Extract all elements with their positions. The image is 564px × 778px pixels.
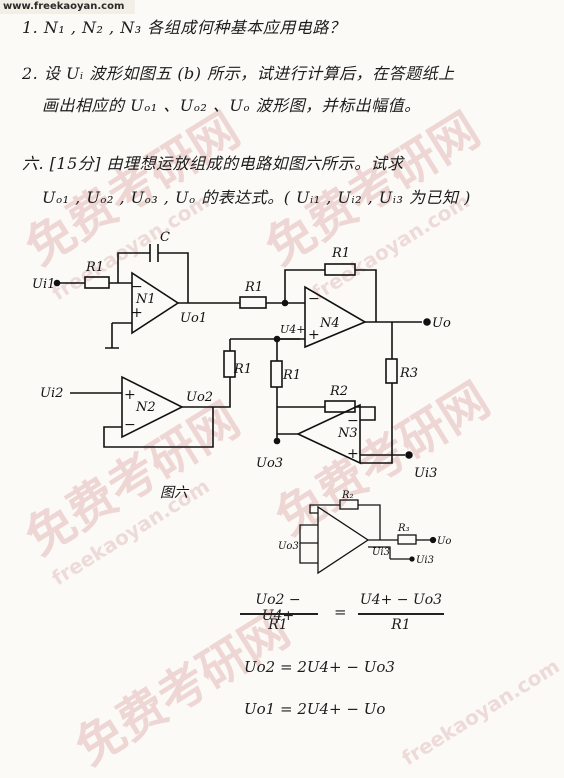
- n2-label: N2: [135, 400, 156, 415]
- svg-text:+: +: [308, 327, 320, 343]
- url-watermark: freekaoyan.com: [397, 653, 564, 771]
- svg-text:−: −: [131, 279, 143, 295]
- n3-label: N3: [337, 426, 358, 441]
- uo1-label: Uo1: [180, 311, 207, 326]
- r1-feedback-label: R1: [331, 246, 350, 261]
- svg-text:−: −: [347, 413, 359, 429]
- figure-caption: 图六: [160, 485, 190, 501]
- n1-label: N1: [135, 292, 156, 307]
- question-6-line-1: 六. [15分] 由理想运放组成的电路如图六所示。试求: [22, 154, 404, 173]
- equation-uo1: Uo1 = 2U4+ − Uo: [244, 700, 386, 718]
- uo-label: Uo: [432, 316, 451, 331]
- r1-vertical-right-label: R1: [282, 368, 301, 383]
- r3-label: R3: [399, 366, 418, 381]
- u4plus-label: U4+: [280, 323, 306, 336]
- svg-text:−: −: [308, 291, 320, 307]
- uo2-label: Uo2: [186, 390, 213, 405]
- fraction-1-bar: [240, 613, 318, 615]
- sketch-uo-label: Uo: [437, 536, 451, 547]
- ui1-label: Ui1: [32, 277, 55, 292]
- r1-mid-label: R1: [244, 280, 263, 295]
- fraction-1-denominator: R1: [268, 617, 288, 633]
- svg-text:+: +: [347, 446, 359, 462]
- equals-sign: =: [334, 603, 347, 621]
- sketch-r3-label: R₃: [397, 523, 410, 534]
- sketch-uo3-label: Uo3: [278, 541, 299, 552]
- sketch-ui3-label-b: Ui3: [416, 555, 434, 566]
- ui2-label: Ui2: [40, 386, 63, 401]
- fraction-2-bar: [358, 613, 444, 615]
- r1-vertical-left-label: R1: [233, 362, 252, 377]
- question-6-line-2: Uₒ₁ , Uₒ₂ , Uₒ₃ , Uₒ 的表达式。( Uᵢ₁ , Uᵢ₂ , …: [42, 188, 471, 207]
- question-2-line-2: 画出相应的 Uₒ₁ 、Uₒ₂ 、Uₒ 波形图，并标出幅值。: [42, 96, 421, 115]
- sketch-ui3-label-a: Ui3: [372, 547, 390, 558]
- r2-label: R2: [329, 384, 348, 399]
- fraction-1-numerator: Uo2 − U4+: [255, 592, 301, 624]
- circuit-figure-6: N1 + − Ui1 R1 C Uo1 R1 R1 N4 − + U4+ Uo …: [32, 230, 451, 501]
- svg-text:+: +: [124, 387, 136, 403]
- solution-sketch: R₂ R₃ Uo Uo3 Ui3 Ui3: [278, 490, 451, 575]
- n4-label: N4: [319, 316, 340, 331]
- fraction-2-denominator: R1: [391, 617, 411, 633]
- site-watermark-label: www.freekaoyan.com: [0, 0, 135, 14]
- question-1: 1. N₁ , N₂ , N₃ 各组成何种基本应用电路？: [22, 18, 346, 37]
- svg-text:+: +: [131, 305, 143, 321]
- ui3-label: Ui3: [414, 466, 437, 481]
- fraction-2-numerator: U4+ − Uo3: [359, 592, 443, 608]
- question-2-line-1: 2. 设 Uᵢ 波形如图五 (b) 所示，试进行计算后，在答题纸上: [22, 64, 455, 83]
- uo3-label: Uo3: [256, 456, 283, 471]
- capacitor-label: C: [160, 230, 170, 245]
- svg-text:−: −: [124, 417, 136, 433]
- sketch-r2-label: R₂: [341, 490, 354, 501]
- r1-input-label: R1: [85, 260, 104, 275]
- equation-uo2: Uo2 = 2U4+ − Uo3: [244, 658, 395, 676]
